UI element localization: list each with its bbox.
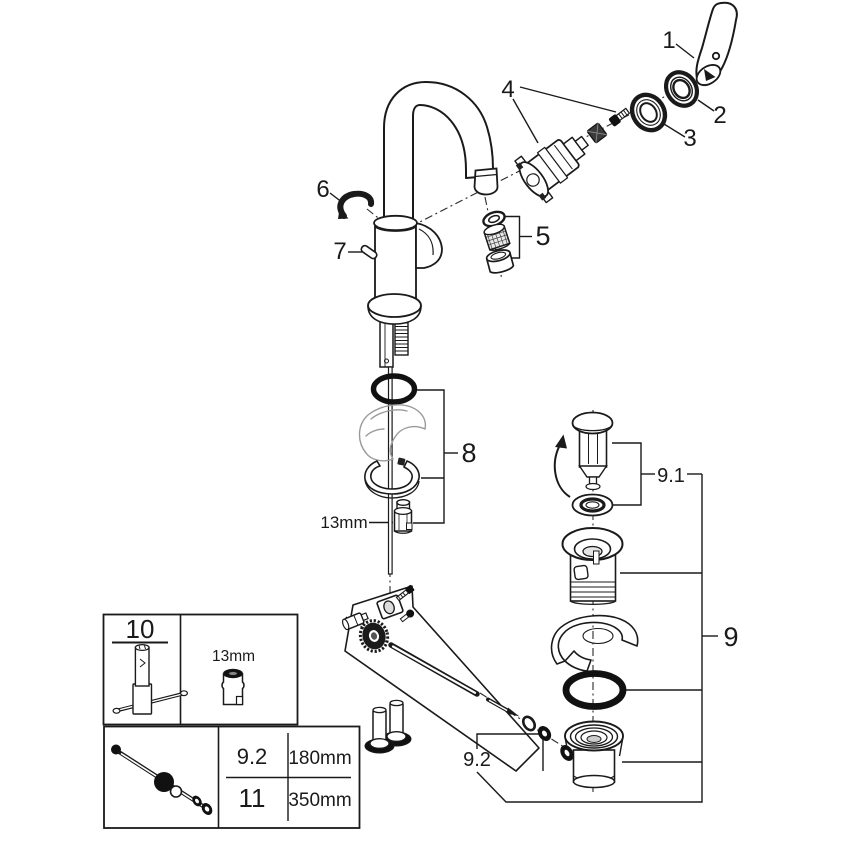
handle-socket-detail (704, 69, 716, 81)
cartridge-stem-adapter (586, 122, 608, 144)
body-column (374, 224, 417, 303)
o-ring (370, 373, 418, 405)
wedge-spacer (358, 404, 427, 462)
rod-ring-black (537, 726, 552, 741)
callout-9-1: 9.1 (657, 465, 685, 487)
lever-handle (695, 1, 738, 87)
spout-outlet-tip (473, 167, 499, 196)
spout-stub-line (418, 228, 434, 256)
lever-pin (360, 244, 378, 260)
callout-5: 5 (535, 221, 550, 251)
info-box: 10 13mm (102, 613, 361, 829)
tailpiece-port (560, 745, 574, 761)
spec-table: 9.2 180mm 11 350mm (226, 733, 352, 821)
spec-row-0-part: 9.2 (237, 744, 268, 769)
bearing-ring (629, 92, 668, 133)
cartridge (514, 135, 589, 204)
popup-rod (388, 642, 520, 717)
mounting-nut (393, 499, 413, 534)
rotation-arrow-icon (553, 434, 571, 498)
connector-fitting (341, 612, 369, 631)
clamp-block (376, 594, 404, 620)
callout-9: 9 (723, 622, 738, 652)
callout-8: 8 (461, 438, 476, 468)
handle-hole (711, 51, 721, 61)
callout-1: 1 (662, 27, 675, 54)
spout-stub (415, 221, 443, 269)
tool-number-label: 10 (126, 614, 155, 644)
drain-plug (571, 411, 614, 491)
mounting-plate (344, 585, 540, 772)
spec-row-1-length: 350mm (288, 790, 351, 811)
pull-rod-upper (387, 366, 393, 575)
wrench-size-label: 13mm (320, 513, 367, 532)
mounting-shank (379, 318, 409, 368)
drain-tailpiece (560, 720, 624, 789)
rod-assembly-icon (111, 744, 213, 815)
rod-ring-white (521, 715, 537, 732)
callout-leader-lines (329, 43, 718, 803)
callout-3: 3 (683, 125, 696, 152)
spec-row-1-part: 11 (239, 783, 266, 813)
spout-collar (373, 214, 418, 232)
spout-body-group (337, 81, 499, 575)
callout-2: 2 (713, 102, 726, 129)
aerator-housing (485, 249, 515, 274)
gooseneck-spout (383, 81, 494, 226)
aerator-insert (483, 223, 511, 251)
handle-fixing-screw (609, 107, 631, 127)
drain-o-ring (562, 670, 627, 710)
spout-collar-lip (373, 225, 418, 232)
retaining-clip (337, 190, 375, 219)
spec-row-0-length: 180mm (288, 748, 351, 769)
callout-4: 4 (501, 76, 514, 103)
plug-seal-ring (571, 493, 614, 517)
drain-flange (561, 527, 624, 606)
socket-13mm-icon (221, 668, 245, 706)
fixing-bolt-left (364, 706, 395, 754)
clamp-screw-top (395, 584, 415, 602)
handle-cap-ring (663, 70, 700, 108)
clamp-screw-bottom (399, 609, 415, 623)
drain-wedge (550, 614, 639, 672)
horseshoe-washer (364, 457, 420, 499)
socket-size-label: 13mm (212, 648, 255, 665)
mounting-tool-icon (112, 643, 189, 715)
callout-7: 7 (333, 238, 346, 265)
callout-6: 6 (316, 176, 329, 203)
base-flange (367, 293, 422, 318)
callout-9-2: 9.2 (463, 749, 491, 771)
